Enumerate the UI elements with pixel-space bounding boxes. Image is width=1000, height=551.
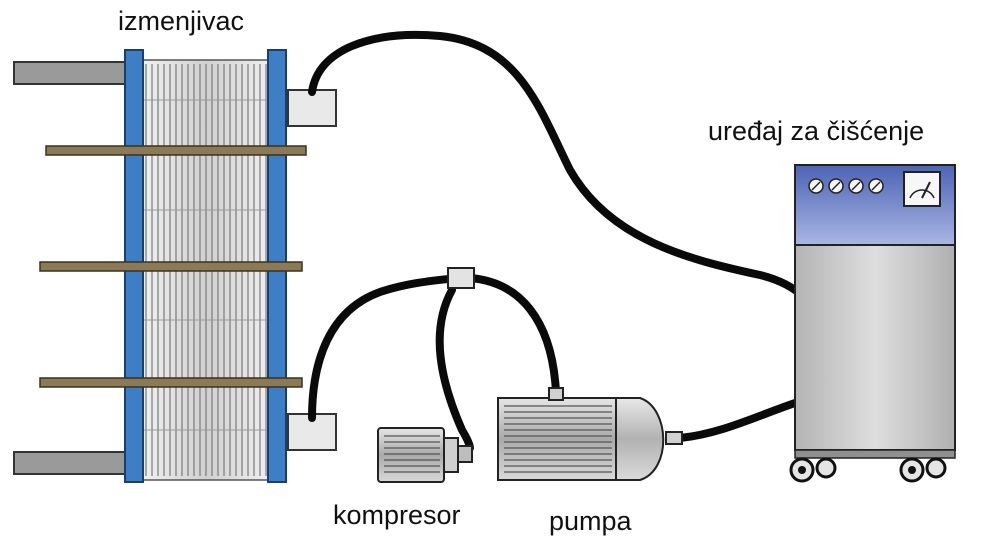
bottom-guide-bar: [13, 451, 130, 475]
compressor-fins: [384, 435, 440, 473]
caster-wheels: [789, 457, 947, 483]
tie-rod: [39, 261, 303, 272]
label-compressor: kompresor: [333, 500, 461, 530]
heat-exchanger-icon: [13, 49, 337, 483]
gauge-icon: [903, 171, 941, 207]
tie-rod: [39, 377, 303, 388]
cabinet-base: [794, 449, 956, 459]
panel-knobs: [808, 178, 884, 194]
cleaning-cabinet-icon: [789, 164, 956, 483]
supply-hose: [308, 274, 462, 422]
pump-hose: [466, 274, 560, 396]
pump-outlet: [665, 431, 683, 445]
compressor-hose: [435, 286, 474, 452]
tie-rod: [45, 145, 307, 156]
pump-head: [615, 397, 665, 481]
pump-fins: [504, 405, 612, 473]
pump-icon: [497, 387, 683, 481]
top-guide-bar: [13, 61, 130, 85]
label-pump: pumpa: [549, 506, 632, 536]
compressor-icon: [377, 427, 473, 483]
compressor-cap: [443, 437, 459, 473]
pump-motor: [497, 397, 617, 481]
pump-inlet: [548, 387, 564, 401]
compressor-nozzle: [457, 445, 473, 463]
hose-icon: [308, 31, 922, 452]
label-heat-exchanger: izmenjivac: [118, 6, 245, 36]
label-cleaning-unit: uređaj za čišćenje: [708, 116, 925, 146]
t-junction: [447, 267, 475, 289]
return-hose: [308, 31, 826, 334]
